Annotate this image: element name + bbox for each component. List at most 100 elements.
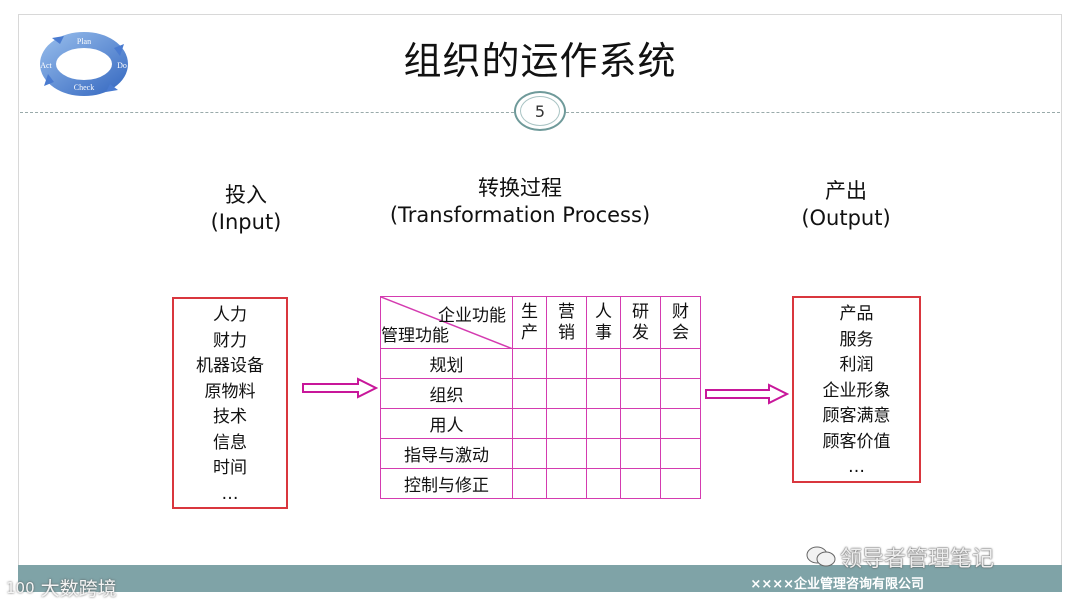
matrix-cell xyxy=(620,378,661,409)
matrix-row: 规划 xyxy=(380,348,701,379)
function-label: 事 xyxy=(595,322,612,343)
corner-label-top: 企业功能 xyxy=(438,306,506,326)
footer-bar xyxy=(18,565,1062,592)
matrix-cell xyxy=(660,438,701,469)
matrix-corner: 企业功能 管理功能 xyxy=(380,296,513,349)
matrix-cell xyxy=(660,348,701,379)
matrix-cell xyxy=(586,348,621,379)
output-item: 企业形象 xyxy=(822,380,891,401)
watermark-left-logo: 100 xyxy=(6,578,35,597)
input-item: 技术 xyxy=(213,407,247,427)
input-item: 信息 xyxy=(213,432,247,453)
logo-plan: Plan xyxy=(77,37,91,46)
page-number: 5 xyxy=(534,101,546,121)
function-label: 生 xyxy=(521,301,538,322)
input-heading: 投入 (Input) xyxy=(196,182,296,236)
output-list: 产品 服务 利润 企业形象 顾客满意 顾客价值 … xyxy=(792,296,921,483)
function-header: 财会 xyxy=(660,296,701,349)
output-heading-cn: 产出 xyxy=(825,179,867,203)
management-function: 控制与修正 xyxy=(380,468,513,499)
matrix-cell xyxy=(660,468,701,499)
function-label: 会 xyxy=(672,322,689,343)
watermark-right-text: 领导者管理笔记 xyxy=(840,547,995,572)
matrix-row: 用人 xyxy=(380,408,701,439)
output-item: 服务 xyxy=(839,329,874,350)
matrix-cell xyxy=(546,468,587,499)
output-item: 利润 xyxy=(839,355,874,375)
input-heading-en: (Input) xyxy=(210,210,282,234)
output-item: … xyxy=(848,457,865,477)
corner-label-bottom: 管理功能 xyxy=(381,326,449,346)
function-header: 研发 xyxy=(620,296,661,349)
matrix-cell xyxy=(546,348,587,379)
wechat-icon xyxy=(806,546,836,567)
matrix-cell xyxy=(660,378,701,409)
matrix-cell xyxy=(512,468,547,499)
process-heading: 转换过程 (Transformation Process) xyxy=(370,175,670,229)
function-label: 人 xyxy=(595,301,612,322)
matrix-cell xyxy=(546,438,587,469)
function-label: 研 xyxy=(632,301,649,322)
right-arrow-icon xyxy=(302,377,378,399)
input-item: 原物料 xyxy=(204,381,256,402)
management-function: 规划 xyxy=(380,348,513,379)
matrix-cell xyxy=(546,378,587,409)
input-item: 时间 xyxy=(213,458,247,478)
output-heading-en: (Output) xyxy=(801,206,891,230)
function-header: 生产 xyxy=(512,296,547,349)
matrix-cell xyxy=(512,378,547,409)
company-name: ××××企业管理咨询有限公司 xyxy=(750,577,924,592)
matrix-cell xyxy=(546,408,587,439)
slide-title: 组织的运作系统 xyxy=(403,39,677,83)
function-label: 发 xyxy=(632,322,649,343)
input-item: 财力 xyxy=(213,330,247,351)
output-item: 顾客价值 xyxy=(822,431,891,452)
matrix-cell xyxy=(512,348,547,379)
matrix-cell xyxy=(620,438,661,469)
logo-do: Do xyxy=(117,61,127,70)
management-function: 组织 xyxy=(380,378,513,409)
matrix-cell xyxy=(620,348,661,379)
output-item: 顾客满意 xyxy=(822,406,891,426)
management-function: 用人 xyxy=(380,408,513,439)
watermark-left: 100 大数跨境 xyxy=(6,574,117,601)
matrix-cell xyxy=(620,468,661,499)
page-number-badge: 5 xyxy=(514,91,566,131)
matrix-cell xyxy=(512,408,547,439)
process-heading-cn: 转换过程 xyxy=(478,176,562,200)
function-label: 营 xyxy=(558,301,575,322)
matrix-cell xyxy=(586,408,621,439)
matrix-cell xyxy=(512,438,547,469)
matrix-row: 组织 xyxy=(380,378,701,409)
input-item: 人力 xyxy=(213,305,247,325)
function-matrix: 企业功能 管理功能 生产 营销 人事 研发 财会 规划 组织 用人 指导与激动 … xyxy=(380,296,701,499)
function-header: 营销 xyxy=(546,296,587,349)
function-label: 产 xyxy=(521,322,538,343)
pdca-logo: Plan Do Check Act xyxy=(40,32,128,96)
logo-check: Check xyxy=(74,83,94,92)
matrix-row: 指导与激动 xyxy=(380,438,701,469)
matrix-header-row: 企业功能 管理功能 生产 营销 人事 研发 财会 xyxy=(380,296,701,349)
right-arrow-icon xyxy=(705,383,789,405)
matrix-cell xyxy=(620,408,661,439)
output-item: 产品 xyxy=(839,304,874,324)
matrix-cell xyxy=(586,468,621,499)
input-item: … xyxy=(221,483,239,504)
logo-act: Act xyxy=(40,61,52,70)
matrix-cell xyxy=(586,438,621,469)
function-label: 财 xyxy=(672,301,689,322)
input-heading-cn: 投入 xyxy=(225,183,267,207)
matrix-cell xyxy=(586,378,621,409)
input-list: 人力 财力 机器设备 原物料 技术 信息 时间 … xyxy=(172,297,288,509)
function-header: 人事 xyxy=(586,296,621,349)
diagonal-line xyxy=(381,297,513,349)
process-heading-en: (Transformation Process) xyxy=(389,203,651,227)
watermark-right: 领导者管理笔记 xyxy=(806,541,994,573)
input-item: 机器设备 xyxy=(196,356,264,376)
matrix-row: 控制与修正 xyxy=(380,468,701,499)
matrix-cell xyxy=(660,408,701,439)
watermark-left-text: 大数跨境 xyxy=(40,578,117,600)
management-function: 指导与激动 xyxy=(380,438,513,469)
function-label: 销 xyxy=(558,322,575,343)
output-heading: 产出 (Output) xyxy=(786,178,906,232)
